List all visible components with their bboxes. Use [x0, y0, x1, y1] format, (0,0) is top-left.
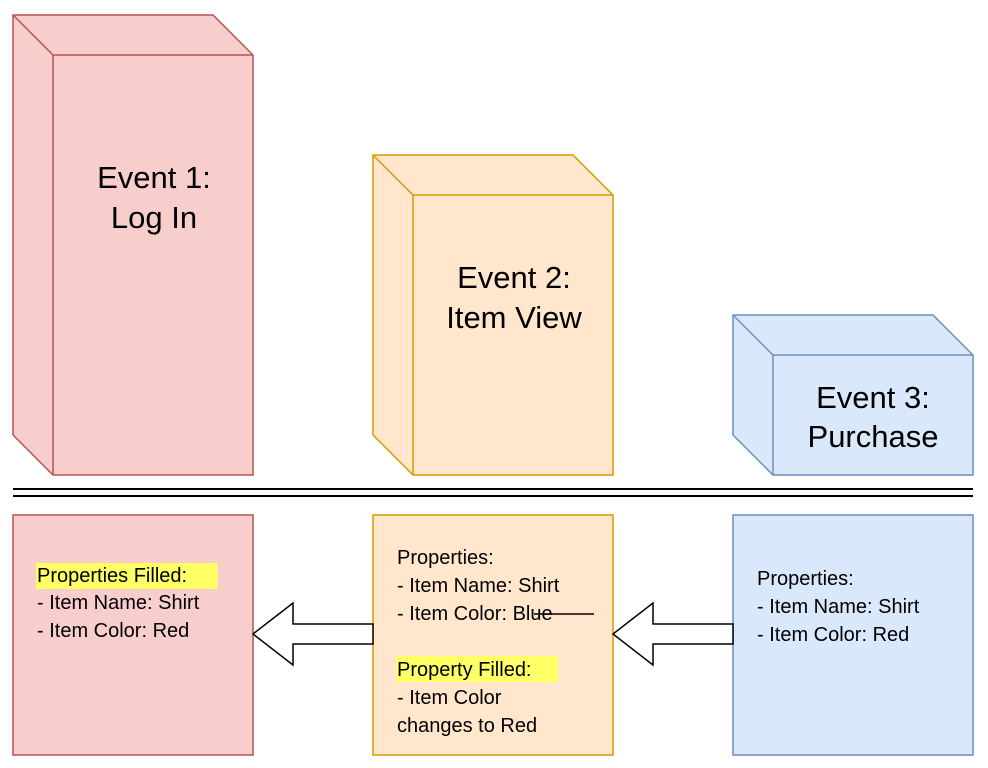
item-view-highlight-bg — [396, 656, 558, 682]
item-view-fill-line-1: - Item Color — [397, 687, 502, 709]
event-2-cuboid-edges — [372, 154, 613, 475]
item-view-item-color: - Item Color: Blue — [397, 603, 553, 625]
item-view-fill-line-2: changes to Red — [397, 715, 537, 737]
item-view-color-prefix: - Item Color: — [397, 603, 513, 625]
event-3-title: Event 3: — [816, 380, 930, 415]
event-1-cuboid-back — [12, 14, 254, 476]
purchase-properties-panel[interactable]: Properties: - Item Name: Shirt - Item Co… — [732, 514, 974, 756]
left-arrow-icon — [251, 601, 374, 667]
purchase-panel-box — [732, 514, 974, 756]
event-2-name: Item View — [446, 300, 582, 335]
event-1-title: Event 1: — [97, 160, 211, 195]
purchase-item-name: - Item Name: Shirt — [757, 596, 920, 618]
event-3-name: Purchase — [808, 419, 939, 454]
event-2-title: Event 2: — [457, 260, 571, 295]
event-3-cuboid[interactable]: Event 3: Purchase — [732, 314, 974, 476]
item-view-panel-box — [372, 514, 614, 756]
purchase-item-color: - Item Color: Red — [757, 624, 909, 646]
item-view-properties-header: Properties: — [397, 547, 494, 569]
event-1-cuboid[interactable]: Event 1: Log In — [12, 14, 254, 476]
login-highlight-bg — [36, 563, 218, 589]
login-properties-filled-label: Properties Filled: — [37, 565, 187, 587]
login-properties-panel[interactable]: Properties Filled: - Item Name: Shirt - … — [12, 514, 254, 756]
left-arrow-icon — [611, 601, 734, 667]
event-1-cuboid-edges — [12, 14, 253, 475]
purchase-properties-header: Properties: — [757, 568, 854, 590]
event-2-cuboid[interactable]: Event 2: Item View — [372, 154, 614, 476]
item-view-property-filled-label: Property Filled: — [397, 659, 532, 681]
item-view-item-name: - Item Name: Shirt — [397, 575, 560, 597]
item-view-properties-panel[interactable]: Properties: - Item Name: Shirt - Item Co… — [372, 514, 614, 756]
event-2-cuboid-back — [372, 154, 614, 476]
item-view-color-struck: Blue — [513, 603, 553, 625]
event-1-name: Log In — [111, 200, 197, 235]
login-item-name: - Item Name: Shirt — [37, 592, 200, 614]
login-item-color: - Item Color: Red — [37, 620, 189, 642]
event-3-cuboid-edges — [732, 314, 973, 475]
timeline-separator — [13, 488, 973, 497]
login-panel-box — [12, 514, 254, 756]
